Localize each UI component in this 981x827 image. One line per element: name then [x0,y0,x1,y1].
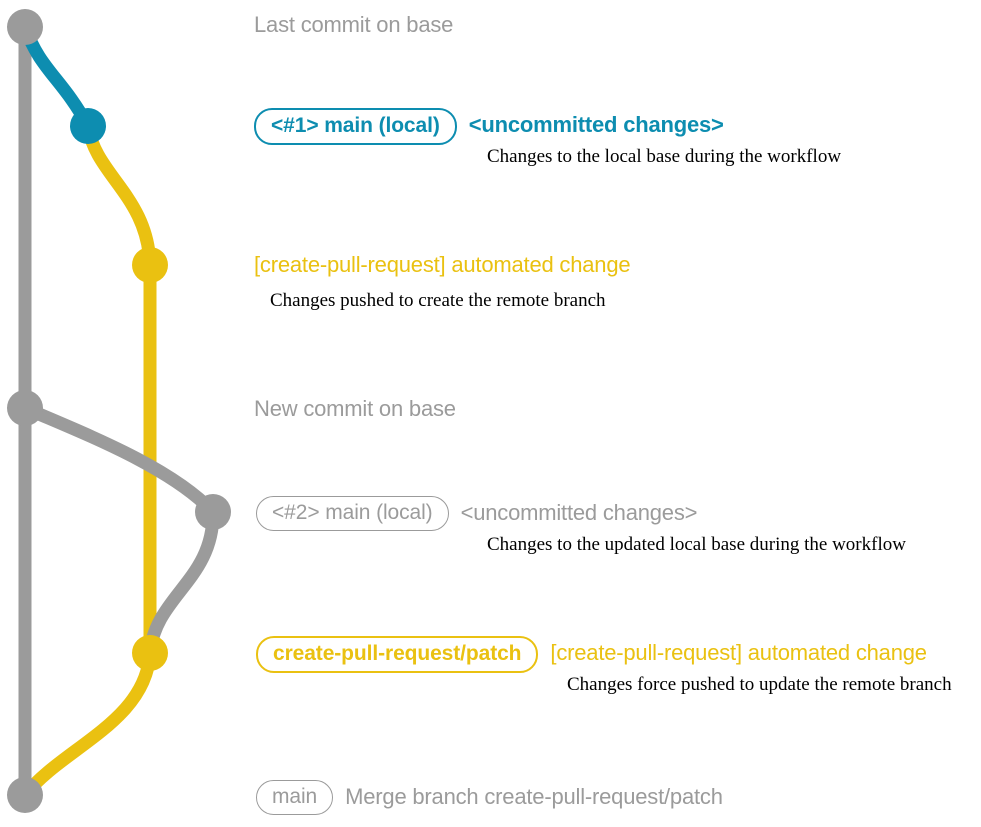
commit-nodes [7,9,231,813]
entry-headline: New commit on base [254,396,456,421]
node-base-new [7,390,43,426]
entry-subtext: Changes force pushed to update the remot… [567,674,952,695]
entry-last-commit-on-base: Last commit on base [254,12,453,38]
entry-subtext: Changes to the local base during the wor… [487,146,842,167]
entry-subtext: Changes pushed to create the remote bran… [270,290,606,311]
entry-headline: [create-pull-request] automated change [550,640,927,665]
branch-badge-main-local-2[interactable]: <#2> main (local) [256,496,449,531]
entry-automated-change-2: create-pull-request/patch [create-pull-r… [256,636,927,673]
edge-base-to-local-2 [18,401,220,519]
node-local-change-1 [70,108,106,144]
entry-headline: <uncommitted changes> [468,112,724,137]
edge-local-2-to-patch-2 [143,505,220,660]
entry-uncommitted-changes-1: <#1> main (local) <uncommitted changes> [254,108,724,145]
branch-badge-main[interactable]: main [256,780,334,815]
node-patch-1 [132,247,168,283]
entry-headline: [create-pull-request] automated change [254,252,631,277]
entry-uncommitted-changes-2: <#2> main (local) <uncommitted changes> [256,496,697,531]
entry-automated-change-1: [create-pull-request] automated change [254,252,631,278]
node-merge [7,777,43,813]
entry-new-commit-on-base: New commit on base [254,396,456,422]
edge-local-to-patch-1 [81,119,157,272]
edge-patch-2-to-merge [18,646,157,802]
node-patch-2 [132,635,168,671]
entry-headline: Merge branch create-pull-request/patch [345,784,723,809]
entry-subtext: Changes to the updated local base during… [487,534,906,555]
entry-merge-commit: main Merge branch create-pull-request/pa… [256,780,723,815]
entry-headline: <uncommitted changes> [460,500,698,525]
branch-badge-main-local-1[interactable]: <#1> main (local) [254,108,457,145]
node-base-head [7,9,43,45]
entry-headline: Last commit on base [254,12,454,37]
node-local-change-2 [195,494,231,530]
branch-badge-create-pull-request-patch[interactable]: create-pull-request/patch [256,636,539,673]
